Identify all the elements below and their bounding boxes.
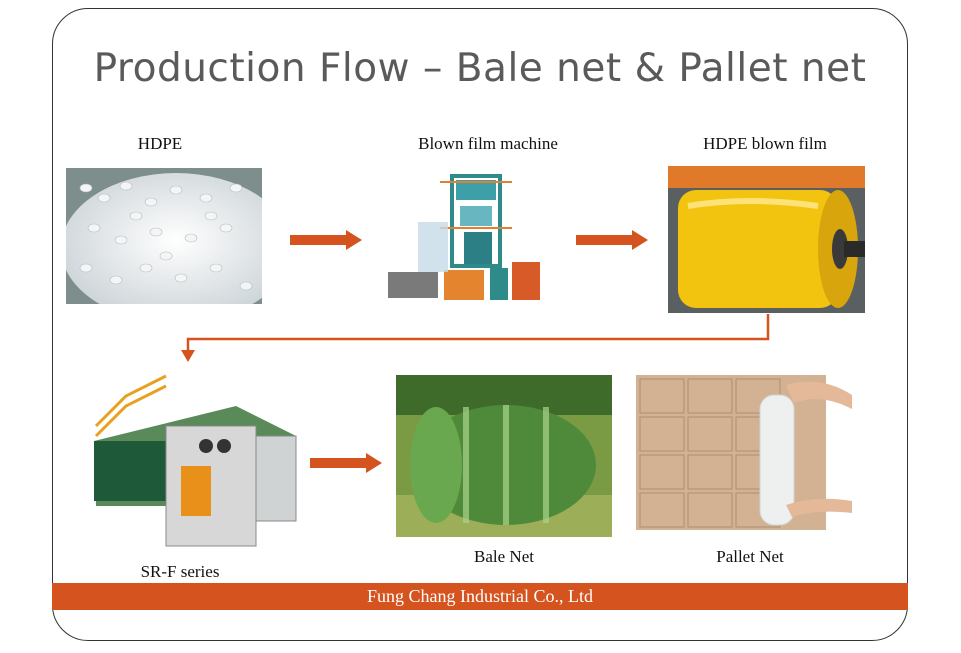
hdpe-blown-film-image [668, 166, 865, 313]
pallet-net-image [636, 375, 852, 530]
step-label-sr-f-series: SR-F series [140, 562, 220, 581]
hdpe-pellets-image [66, 168, 262, 304]
sr-f-series-machine-image [86, 366, 300, 550]
step-label-bale-net: Bale Net [474, 547, 534, 566]
arrow-right-icon [310, 453, 382, 473]
arrow-right-icon [290, 230, 362, 250]
step-label-blown-film-machine: Blown film machine [418, 134, 558, 153]
connector-arrow-icon [181, 314, 770, 362]
bale-net-image [396, 375, 612, 537]
step-label-hdpe-blown-film: HDPE blown film [703, 134, 827, 153]
slide-title: Production Flow – Bale net & Pallet net [93, 46, 867, 91]
footer-company-bar: Fung Chang Industrial Co., Ltd [52, 583, 908, 610]
step-label-hdpe: HDPE [137, 134, 183, 153]
blown-film-machine-image [378, 162, 558, 310]
arrow-right-icon [576, 230, 648, 250]
step-label-pallet-net: Pallet Net [716, 547, 784, 566]
